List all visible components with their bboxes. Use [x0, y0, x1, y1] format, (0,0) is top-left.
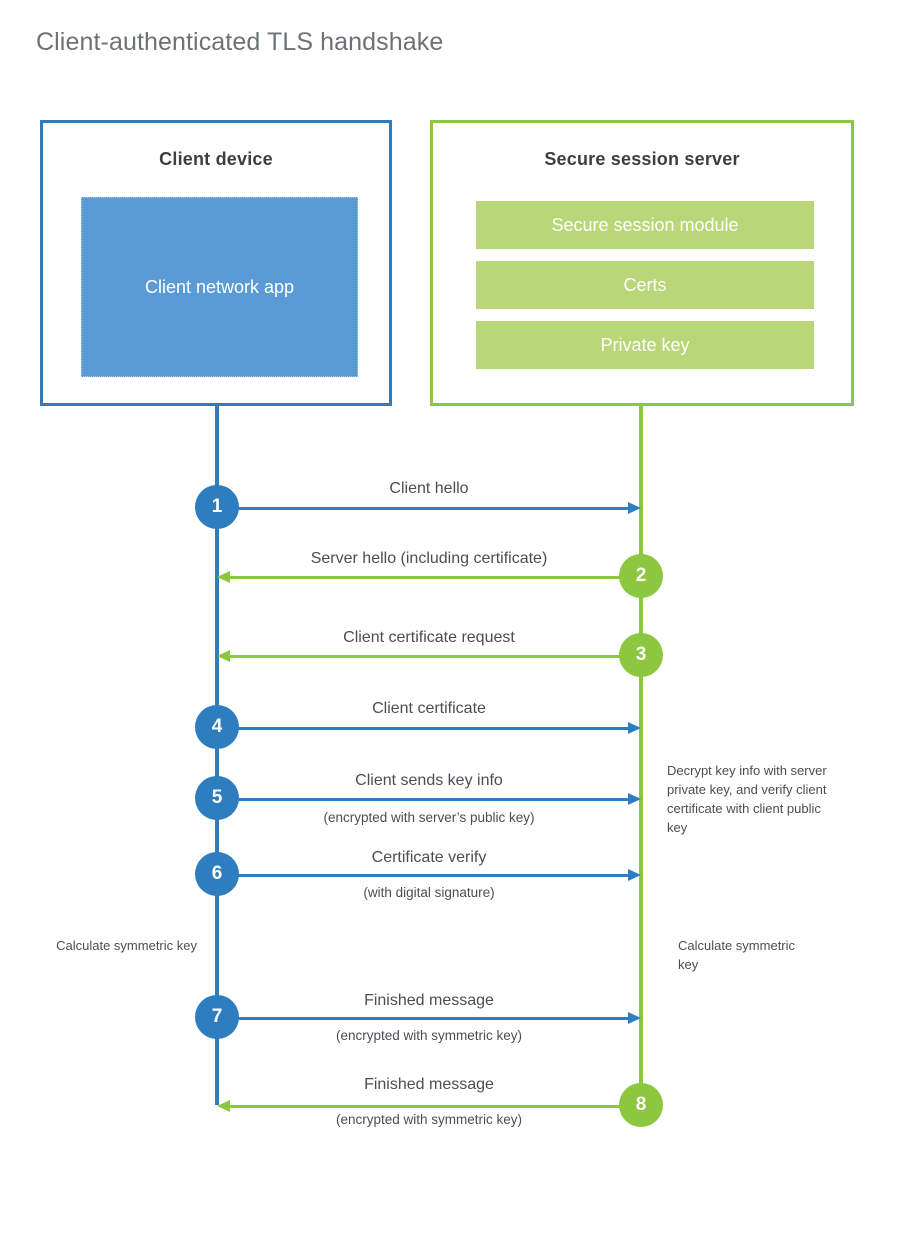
message-7-label: Finished message	[364, 992, 494, 1009]
note-client-calculate-symmetric-key: Calculate symmetric key	[56, 938, 197, 953]
note-server-calculate-symmetric-key: Calculate symmetric key	[678, 938, 796, 972]
message-7-arrowhead-icon	[628, 1012, 641, 1024]
message-5-line	[217, 793, 641, 805]
step-circle-5[interactable]: 5	[195, 776, 239, 820]
message-3-line	[217, 650, 641, 662]
message-5-label: Client sends key info	[355, 772, 503, 789]
message-4-label: Client certificate	[372, 700, 486, 717]
step-circle-3[interactable]: 3	[619, 633, 663, 677]
server-component-list: Secure session module Certs Private key	[476, 201, 814, 381]
step-circle-2[interactable]: 2	[619, 554, 663, 598]
server-component-private-key: Private key	[476, 321, 814, 369]
message-1-line	[217, 502, 641, 514]
message-8-label: Finished message	[364, 1076, 494, 1093]
server-component-secure-session-module: Secure session module	[476, 201, 814, 249]
message-2-arrowhead-icon	[217, 571, 230, 583]
message-8-arrowhead-icon	[217, 1100, 230, 1112]
message-5-arrowhead-icon	[628, 793, 641, 805]
step-circle-4[interactable]: 4	[195, 705, 239, 749]
step-circle-1[interactable]: 1	[195, 485, 239, 529]
message-8-line	[217, 1100, 641, 1112]
message-8-sublabel: (encrypted with symmetric key)	[335, 1112, 523, 1127]
client-network-app-label: Client network app	[144, 276, 295, 297]
page-title: Client-authenticated TLS handshake	[36, 28, 444, 56]
client-device-title: Client device	[159, 149, 273, 169]
message-1-label: Client hello	[389, 480, 469, 497]
secure-session-server-box: Secure session server Secure session mod…	[430, 120, 854, 406]
message-2-line	[217, 571, 641, 583]
message-6-sublabel: (with digital signature)	[363, 885, 495, 900]
step-circle-8[interactable]: 8	[619, 1083, 663, 1127]
secure-session-server-title: Secure session server	[544, 149, 740, 169]
message-7-sublabel: (encrypted with symmetric key)	[335, 1028, 523, 1043]
client-network-app-block: Client network app	[81, 197, 358, 377]
message-5-sublabel: (encrypted with server’s public key)	[323, 810, 535, 825]
message-6-label: Certificate verify	[371, 849, 487, 866]
message-2-label: Server hello (including certificate)	[310, 550, 548, 567]
message-3-arrowhead-icon	[217, 650, 230, 662]
client-device-box: Client device Client network app	[40, 120, 392, 406]
message-4-arrowhead-icon	[628, 722, 641, 734]
message-4-line	[217, 722, 641, 734]
client-lifeline	[215, 406, 219, 1105]
server-lifeline	[639, 406, 643, 1105]
step-circle-6[interactable]: 6	[195, 852, 239, 896]
message-7-line	[217, 1012, 641, 1024]
message-6-line	[217, 869, 641, 881]
server-component-certs: Certs	[476, 261, 814, 309]
message-3-label: Client certificate request	[343, 629, 515, 646]
message-6-arrowhead-icon	[628, 869, 641, 881]
note-server-processing: Decrypt key info with server private key…	[667, 763, 827, 835]
message-1-arrowhead-icon	[628, 502, 641, 514]
step-circle-7[interactable]: 7	[195, 995, 239, 1039]
